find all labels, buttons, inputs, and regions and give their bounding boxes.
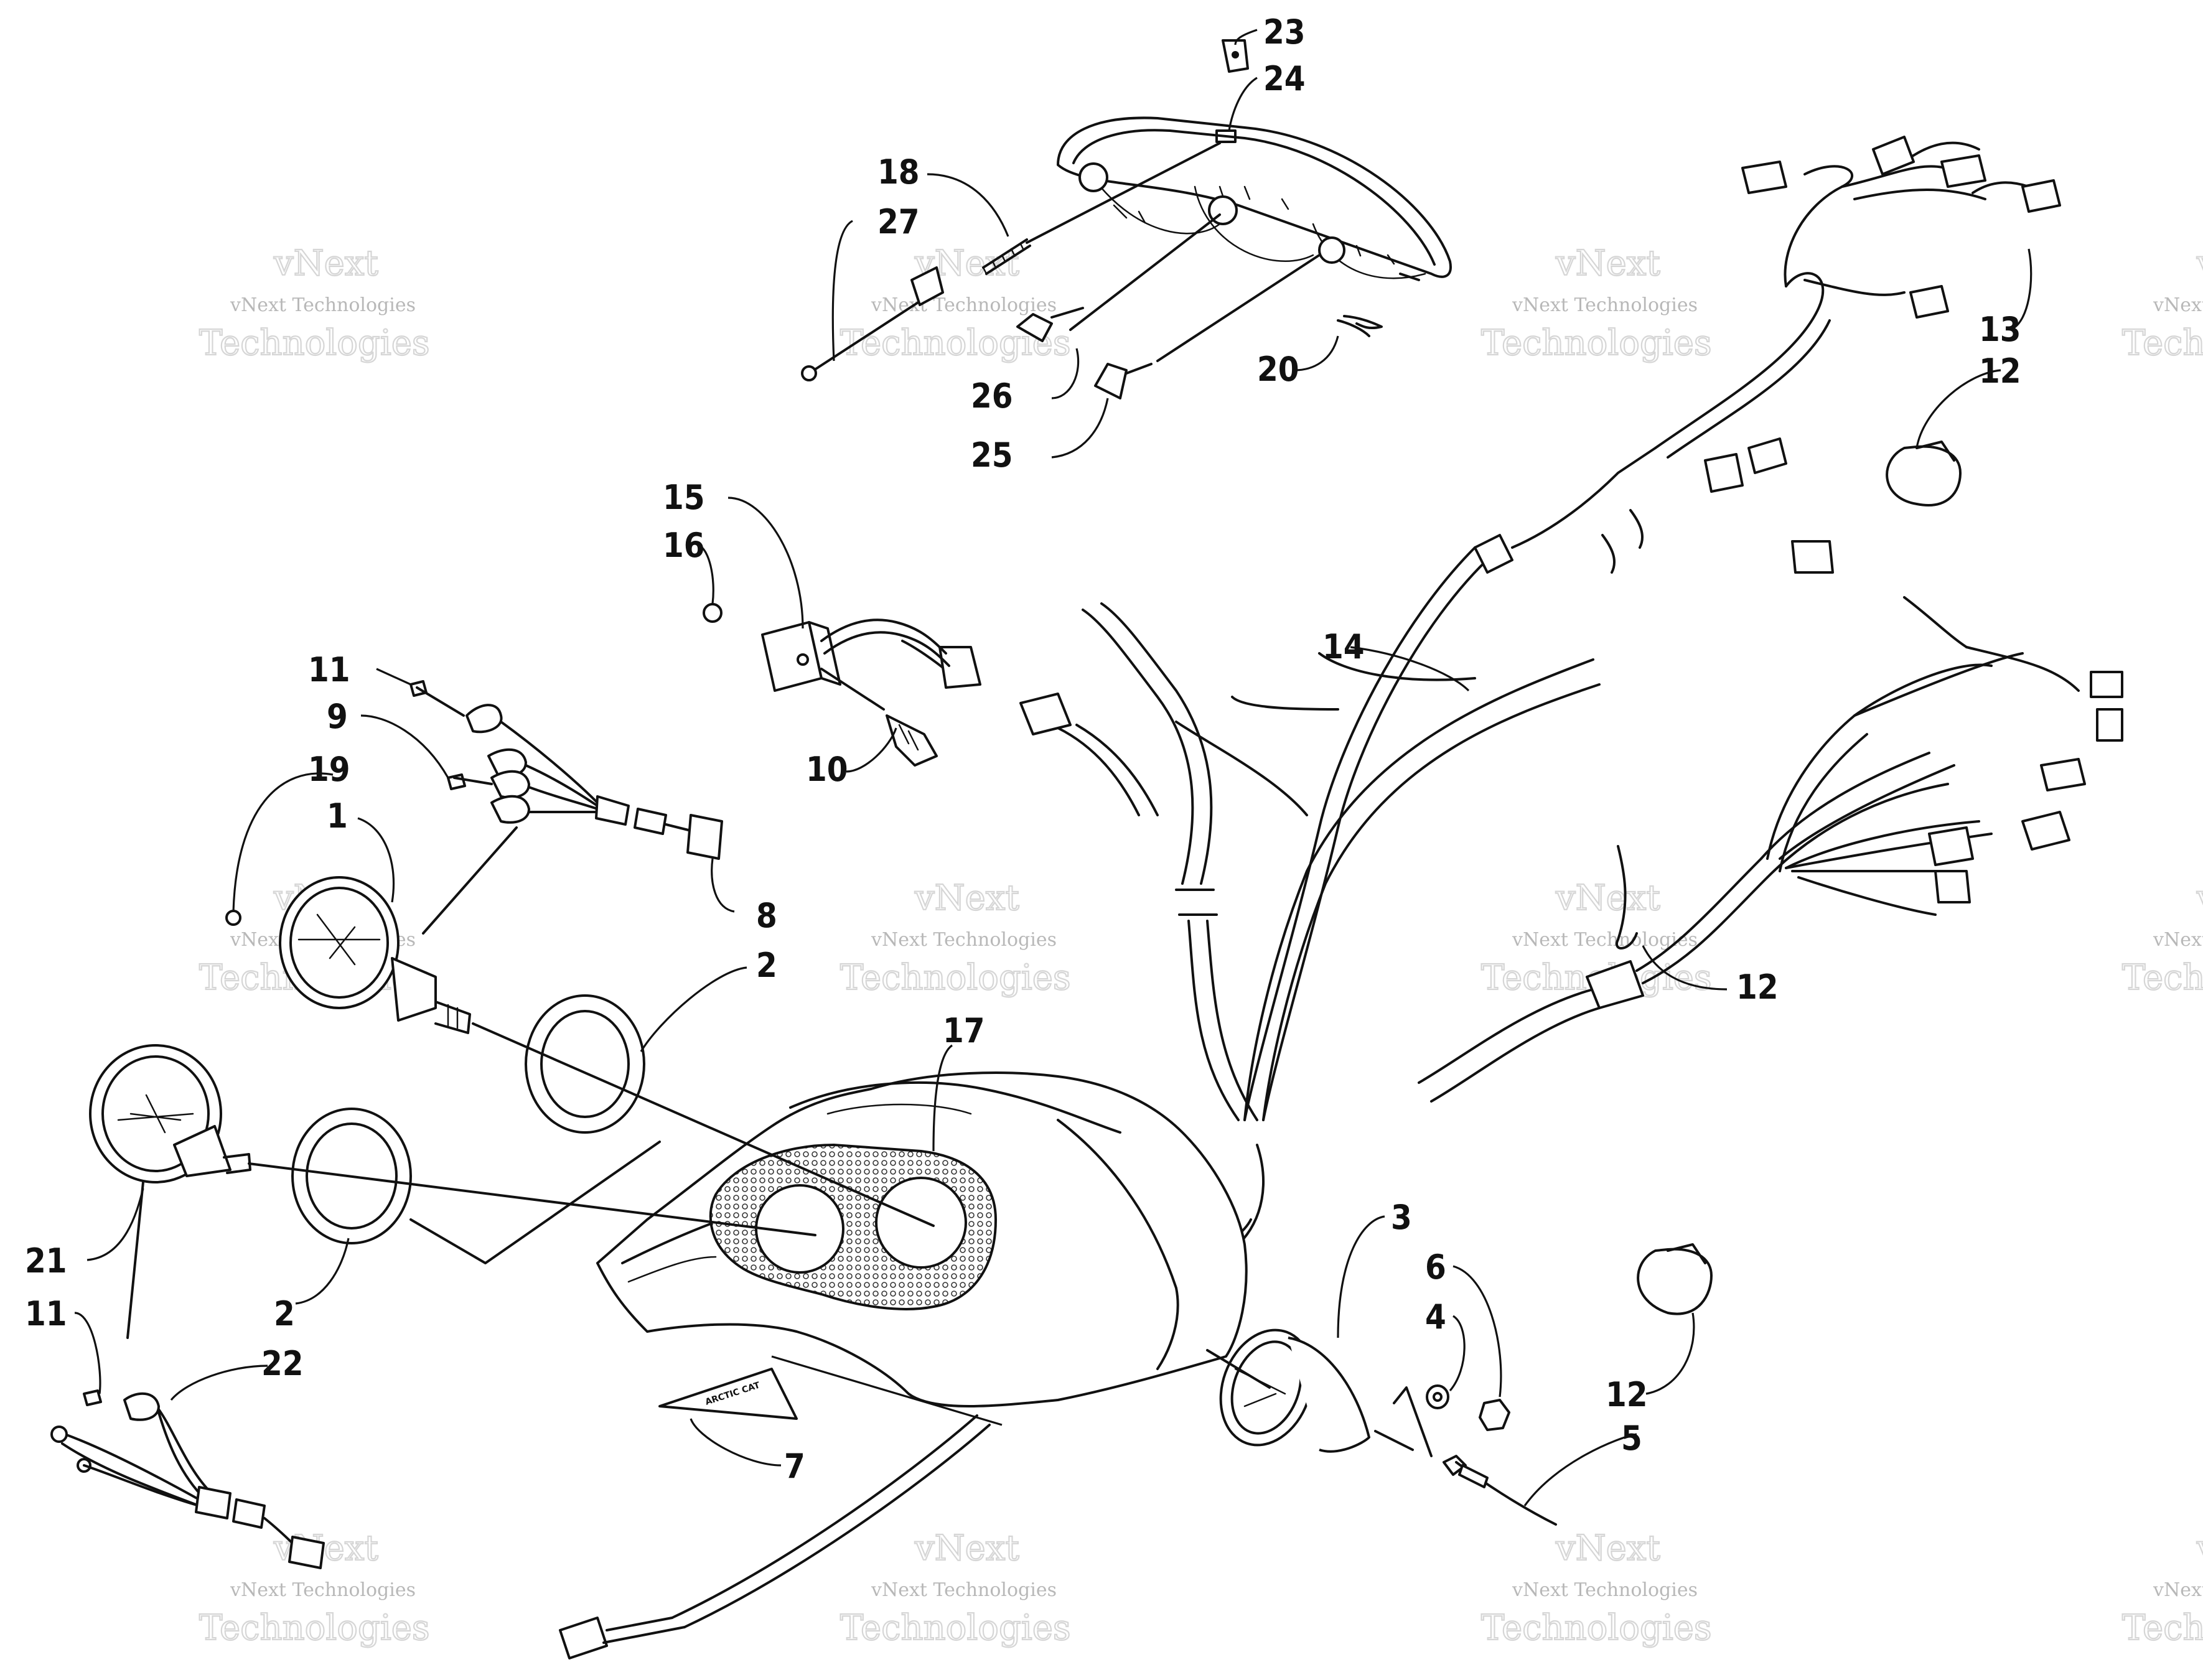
callout-27: 27 bbox=[877, 202, 920, 241]
bulb-clip bbox=[1222, 39, 1249, 73]
svg-text:vNext Technologies: vNext Technologies bbox=[2153, 929, 2203, 951]
watermark-tile: vNext vNext Technologies Technologies bbox=[1480, 243, 1713, 364]
callout-9: 9 bbox=[327, 697, 348, 736]
svg-text:vNext: vNext bbox=[914, 1528, 1019, 1569]
svg-text:vNext: vNext bbox=[2196, 243, 2203, 284]
callout-8: 8 bbox=[756, 896, 777, 935]
cable-tie bbox=[1616, 845, 1638, 950]
svg-text:vNext Technologies: vNext Technologies bbox=[871, 294, 1057, 316]
callout-12-top: 12 bbox=[1979, 352, 2021, 391]
svg-text:vNext Technologies: vNext Technologies bbox=[2153, 294, 2203, 316]
svg-text:vNext: vNext bbox=[2196, 1528, 2203, 1569]
spring-clip bbox=[1337, 315, 1383, 337]
callout-12-bottom: 12 bbox=[1606, 1375, 1648, 1414]
cable-tie bbox=[1637, 1243, 1713, 1315]
svg-text:Technologies: Technologies bbox=[1481, 1608, 1712, 1648]
sensor-bracket bbox=[703, 603, 950, 767]
svg-text:Technologies: Technologies bbox=[840, 1608, 1071, 1648]
svg-text:vNext Technologies: vNext Technologies bbox=[230, 1579, 416, 1601]
leader-lines bbox=[74, 29, 2032, 1506]
callout-6: 6 bbox=[1425, 1248, 1446, 1287]
assembly-lines bbox=[126, 826, 935, 1339]
dash-to-sensor-harness bbox=[901, 640, 1159, 816]
svg-text:vNext Technologies: vNext Technologies bbox=[1512, 929, 1698, 951]
callout-20: 20 bbox=[1257, 350, 1299, 389]
callout-2-lower: 2 bbox=[274, 1294, 295, 1333]
upper-harness-branch bbox=[1654, 136, 2061, 493]
callout-22: 22 bbox=[261, 1344, 304, 1383]
callout-3: 3 bbox=[1391, 1198, 1412, 1237]
callout-15: 15 bbox=[663, 478, 705, 517]
svg-text:Technologies: Technologies bbox=[840, 958, 1071, 998]
svg-text:Technologies: Technologies bbox=[1481, 323, 1712, 363]
callout-5: 5 bbox=[1621, 1419, 1642, 1458]
callout-25: 25 bbox=[971, 436, 1013, 475]
callout-13: 13 bbox=[1979, 310, 2021, 349]
cable-tie bbox=[1886, 441, 1962, 506]
svg-text:vNext: vNext bbox=[1555, 1528, 1660, 1569]
svg-text:vNext: vNext bbox=[1555, 878, 1660, 918]
fuel-gauge bbox=[1206, 1328, 1433, 1457]
svg-text:Technologies: Technologies bbox=[2122, 323, 2203, 363]
svg-text:vNext: vNext bbox=[914, 878, 1019, 918]
svg-text:vNext: vNext bbox=[2196, 878, 2203, 918]
part-callouts: 23 24 18 27 26 25 20 13 12 15 16 14 11 9… bbox=[25, 12, 2021, 1486]
svg-text:Technologies: Technologies bbox=[2122, 958, 2203, 998]
washer bbox=[1426, 1384, 1449, 1409]
nut bbox=[1479, 1399, 1510, 1431]
lower-harness-branch bbox=[1766, 540, 2123, 916]
tach-wiring-pigtail bbox=[409, 680, 723, 860]
headlight-assembly bbox=[1057, 116, 1452, 281]
callout-11-upper: 11 bbox=[308, 650, 350, 689]
svg-text:vNext Technologies: vNext Technologies bbox=[2153, 1579, 2203, 1601]
svg-text:Technologies: Technologies bbox=[199, 1608, 430, 1648]
svg-text:vNext: vNext bbox=[273, 243, 378, 284]
callout-26: 26 bbox=[971, 376, 1013, 416]
adjusting-screw bbox=[801, 142, 1221, 381]
svg-text:Technologies: Technologies bbox=[2122, 1608, 2203, 1648]
callout-16: 16 bbox=[663, 526, 705, 565]
bulb-socket bbox=[1016, 213, 1321, 399]
callout-18: 18 bbox=[877, 152, 920, 192]
callout-10: 10 bbox=[806, 750, 848, 789]
svg-text:vNext Technologies: vNext Technologies bbox=[1512, 294, 1698, 316]
svg-text:vNext Technologies: vNext Technologies bbox=[871, 929, 1057, 951]
speedometer-gauge bbox=[89, 1044, 251, 1183]
gauge-bezel-upper bbox=[525, 994, 645, 1134]
callout-4: 4 bbox=[1425, 1297, 1446, 1337]
callout-17: 17 bbox=[943, 1011, 985, 1050]
watermark-tile: vNext vNext Technologies Technologies bbox=[2121, 1528, 2203, 1649]
callout-24: 24 bbox=[1263, 59, 1306, 98]
watermark-tile: vNext vNext Technologies Technologies bbox=[840, 877, 1072, 999]
decal: ARCTIC CAT bbox=[658, 1368, 798, 1420]
svg-text:vNext Technologies: vNext Technologies bbox=[1512, 1579, 1698, 1601]
callout-2-upper: 2 bbox=[756, 946, 777, 985]
watermark-tile: vNext vNext Technologies Technologies bbox=[840, 1528, 1072, 1649]
sender-cable bbox=[1443, 1455, 1557, 1526]
speedo-wiring-pigtail bbox=[50, 1389, 325, 1569]
svg-text:vNext: vNext bbox=[1555, 243, 1660, 284]
dash-lower-harness bbox=[559, 1414, 991, 1659]
harness-break-marks bbox=[1175, 509, 1644, 916]
watermark-tile: vNext vNext Technologies Technologies bbox=[2121, 877, 2203, 999]
callout-14: 14 bbox=[1322, 627, 1365, 666]
watermark-tile: vNext vNext Technologies Technologies bbox=[840, 243, 1072, 364]
callout-1: 1 bbox=[327, 796, 348, 836]
callout-12-mid: 12 bbox=[1736, 968, 1779, 1007]
lamp-holder bbox=[225, 910, 241, 926]
callout-21: 21 bbox=[25, 1241, 67, 1281]
watermark-tile: vNext vNext Technologies Technologies bbox=[2121, 243, 2203, 364]
svg-text:vNext Technologies: vNext Technologies bbox=[871, 1579, 1057, 1601]
watermark-tile: vNext vNext Technologies Technologies bbox=[199, 243, 431, 364]
callout-11-lower: 11 bbox=[25, 1294, 67, 1333]
svg-text:Technologies: Technologies bbox=[199, 323, 430, 363]
watermark-tile: vNext vNext Technologies Technologies bbox=[1480, 1528, 1713, 1649]
callout-23: 23 bbox=[1263, 12, 1306, 52]
callout-7: 7 bbox=[784, 1447, 805, 1486]
tachometer-gauge bbox=[279, 876, 471, 1034]
callout-19: 19 bbox=[308, 750, 350, 789]
svg-text:vNext Technologies: vNext Technologies bbox=[230, 294, 416, 316]
dash-panel bbox=[596, 1071, 1248, 1407]
